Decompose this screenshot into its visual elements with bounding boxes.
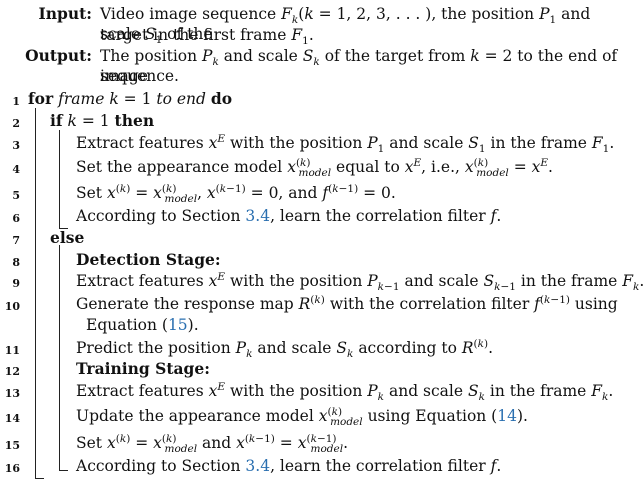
input-text-2: target in the first frame F1. <box>100 26 314 48</box>
line-number: 3 <box>12 139 20 152</box>
input-label: Input: <box>38 4 92 23</box>
line-body: Detection Stage: <box>76 250 221 269</box>
line-body: Update the appearance model x(k)model us… <box>76 405 528 429</box>
for-scope-end <box>35 478 44 479</box>
line-number: 8 <box>12 256 20 269</box>
line-number: 16 <box>4 462 20 475</box>
line-body: Extract features xE with the position P1… <box>76 132 615 156</box>
equation-15-link[interactable]: 15 <box>167 316 188 334</box>
line-number: 7 <box>12 234 20 247</box>
line-body: Set the appearance model x(k)model equal… <box>76 156 553 180</box>
algo-line-4: 4 Set the appearance model x(k)model equ… <box>0 157 624 179</box>
line-body: for frame k = 1 to end do <box>28 89 233 108</box>
line-body: Generate the response map R(k) with the … <box>76 293 618 313</box>
line-body: According to Section 3.4, learn the corr… <box>76 457 502 475</box>
line-number: 6 <box>12 212 20 225</box>
input-text: Video image sequence Fk(k = 1, 2, 3, . .… <box>100 5 591 47</box>
line-body: Set x(k) = x(k)model and x(k−1) = x(k−1)… <box>76 432 349 456</box>
line-number: 13 <box>4 387 20 400</box>
else-scope-end <box>59 470 68 471</box>
output-label: Output: <box>25 46 92 65</box>
algo-line-16: 16 According to Section 3.4, learn the c… <box>0 456 624 478</box>
line-number: 11 <box>4 344 20 357</box>
algo-line-3: 3 Extract features xE with the position … <box>0 133 624 155</box>
algo-line-15: 15 Set x(k) = x(k)model and x(k−1) = x(k… <box>0 433 624 455</box>
algo-line-1: 1 for frame k = 1 to end do <box>0 89 624 111</box>
line-body: else <box>50 228 85 247</box>
if-scope-line <box>59 130 60 228</box>
line-number: 12 <box>4 365 20 378</box>
output-text: The position Pk and scale Sk of the targ… <box>100 47 618 85</box>
line-number: 4 <box>12 163 20 176</box>
equation-14-link[interactable]: 14 <box>497 407 517 425</box>
line-number: 14 <box>4 412 20 425</box>
line-number: 10 <box>4 300 20 313</box>
algo-line-11: 11 Predict the position Pk and scale Sk … <box>0 338 624 360</box>
output-text-2: sequence. <box>100 67 179 85</box>
algo-line-9: 9 Extract features xE with the position … <box>0 271 644 293</box>
line-number: 1 <box>12 95 20 108</box>
algo-line-10-cont: Equation (15). <box>86 316 199 334</box>
if-scope-end <box>59 228 68 229</box>
algo-line-13: 13 Extract features xE with the position… <box>0 381 624 403</box>
line-body: Set x(k) = x(k)model, x(k−1) = 0, and f(… <box>76 182 396 206</box>
algo-line-5: 5 Set x(k) = x(k)model, x(k−1) = 0, and … <box>0 183 624 205</box>
line-body: Training Stage: <box>76 359 210 378</box>
algo-line-14: 14 Update the appearance model x(k)model… <box>0 406 624 428</box>
algo-line-2: 2 if k = 1 then <box>0 111 624 133</box>
line-body: Predict the position Pk and scale Sk acc… <box>76 337 494 361</box>
algo-line-10: 10 Generate the response map R(k) with t… <box>0 294 624 316</box>
else-scope-line <box>59 245 60 470</box>
line-number: 15 <box>4 439 20 452</box>
line-body: Extract features xE with the position Pk… <box>76 380 614 404</box>
line-number: 2 <box>12 117 20 130</box>
for-scope-line <box>35 108 36 478</box>
line-body: Extract features xE with the position Pk… <box>76 270 644 294</box>
algorithm-block: Input: Video image sequence Fk(k = 1, 2,… <box>0 4 644 479</box>
line-body: if k = 1 then <box>50 111 155 130</box>
algo-line-7: 7 else <box>0 228 624 250</box>
algo-line-8: 8 Detection Stage: <box>0 250 624 272</box>
line-number: 5 <box>12 189 20 202</box>
section-link-2[interactable]: 3.4 <box>245 457 271 475</box>
algo-line-12: 12 Training Stage: <box>0 359 624 381</box>
line-body: According to Section 3.4, learn the corr… <box>76 207 502 225</box>
line-number: 9 <box>12 277 20 290</box>
algo-line-6: 6 According to Section 3.4, learn the co… <box>0 206 624 228</box>
section-link[interactable]: 3.4 <box>245 207 271 225</box>
